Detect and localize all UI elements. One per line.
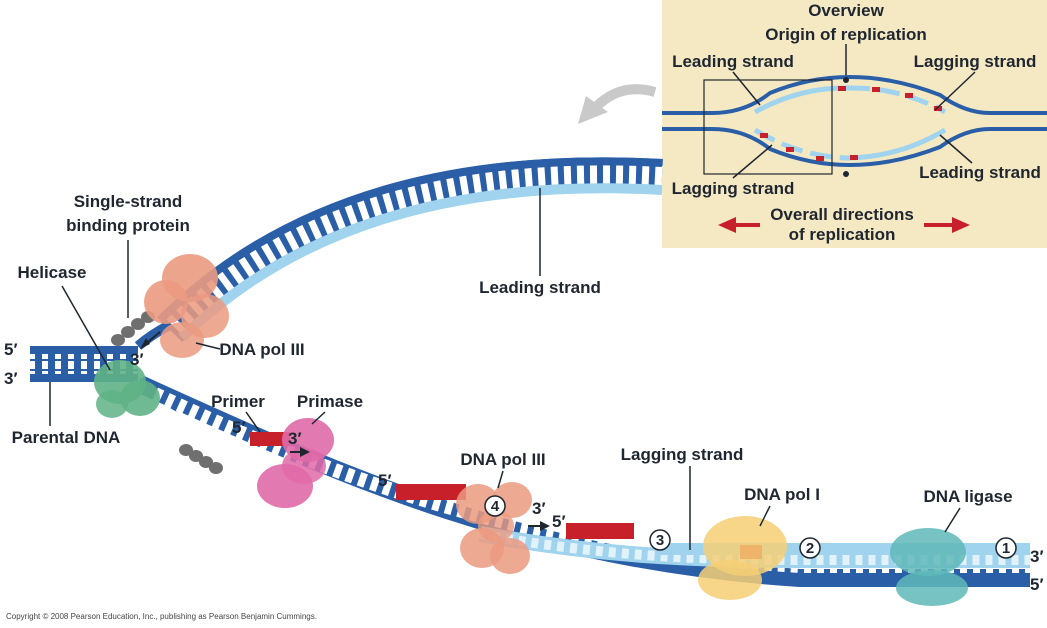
overview-leading-right-label: Leading strand [919,163,1041,182]
end-left-bottom: 3′ [4,369,18,388]
end-primer-5: 5′ [232,418,246,437]
overview-primers [760,86,942,161]
dna-ligase-label: DNA ligase [923,487,1012,506]
helicase-label: Helicase [18,263,87,282]
overview-lagging-left-label: Lagging strand [672,179,795,198]
copyright-notice: Copyright © 2008 Pearson Education, Inc.… [6,612,317,621]
step-3-number: 3 [656,532,664,549]
primer-arrow-icon [300,447,310,457]
leading-strand-label: Leading strand [479,278,601,297]
pointer-line [944,507,961,533]
ssb-top [111,311,155,346]
directions-label-line2: of replication [789,225,896,244]
dna-ligase-protein [890,528,968,606]
primer-fragment-a [396,484,466,500]
primer-new [250,432,290,446]
dna-pol3-top-protein [144,254,229,358]
parental-dna-label: Parental DNA [12,428,121,447]
dna-pol3-top-label: DNA pol III [219,340,304,359]
ssb-proteins [111,311,223,474]
step-2-marker: 2 [799,537,821,559]
primer-label: Primer [211,392,265,411]
pointer-line [759,505,771,527]
end-primer-3: 3′ [288,429,302,448]
top-parental-strand [157,157,663,323]
end-fragment-b-5: 5′ [552,512,566,531]
leading-new-right [847,127,947,161]
step-1-number: 1 [1002,540,1010,557]
top-duplex-rungs [162,164,663,338]
step-1-marker: 1 [995,537,1017,559]
pointer-line [245,411,261,433]
direction-arrow-right-icon [952,217,970,233]
step-2-number: 2 [806,540,814,557]
top-duplex [157,157,663,342]
overview-background [662,0,1047,248]
ssb-bottom [179,444,223,474]
primase-label: Primase [297,392,363,411]
primase-protein [257,418,334,508]
pol3-arrow-icon [540,521,550,531]
end-right-top: 3′ [1030,547,1044,566]
leading-strand-new [178,183,663,342]
dna-pol1-protein [698,516,787,600]
top-synthesis-arrow-shaft [147,331,161,343]
helicase-protein [94,360,160,418]
step-4-number: 4 [491,498,500,515]
overview-title: Overview [808,1,884,20]
step-4-marker: 4 [484,495,506,517]
pointer-line [311,411,326,425]
zoom-box [703,79,833,175]
overview-panel: Overview Origin of replication Leading s… [662,0,1047,248]
top-synthesis-arrow-icon [140,338,150,349]
end-right-bottom: 5′ [1030,575,1044,594]
pointer-line [195,342,221,350]
pointer-line [732,144,773,179]
end-fragment-a-5: 5′ [378,471,392,490]
pointer-line [934,71,976,111]
bubble-top-parental [662,75,1047,115]
ssb-label-line2: binding protein [66,216,190,235]
step-markers: 1 2 3 4 [484,495,1017,559]
direction-arrow-left-icon [718,217,736,233]
bubble-bottom-parental [662,127,1047,167]
zoom-arrow-shaft [591,84,657,112]
primer-fragment-b [566,523,634,539]
end-left-top: 5′ [4,340,18,359]
overview-leading-left-label: Leading strand [672,52,794,71]
directions-label-line1: Overall directions [770,205,914,224]
dna-pol3-bottom-label: DNA pol III [460,450,545,469]
lagging-template-rungs [152,387,1030,573]
origin-dot-bottom [843,171,849,177]
pointer-line [61,285,111,371]
origin-label: Origin of replication [765,25,927,44]
overview-lagging-right-label: Lagging strand [914,52,1037,71]
svg-path [134,321,171,350]
lagging-strand-label: Lagging strand [621,445,744,464]
step-3-marker: 3 [649,529,671,551]
dna-pol1-label: DNA pol I [744,485,820,504]
end-fragment-b-3: 3′ [532,499,546,518]
end-fork-3: 3′ [130,350,144,369]
pointer-line [497,470,504,489]
pointer-line [939,134,973,164]
ssb-label-line1: Single-strand [74,192,183,211]
origin-dot-top [843,77,849,83]
zoom-arrow-icon [578,96,608,124]
pointer-line [732,71,761,106]
